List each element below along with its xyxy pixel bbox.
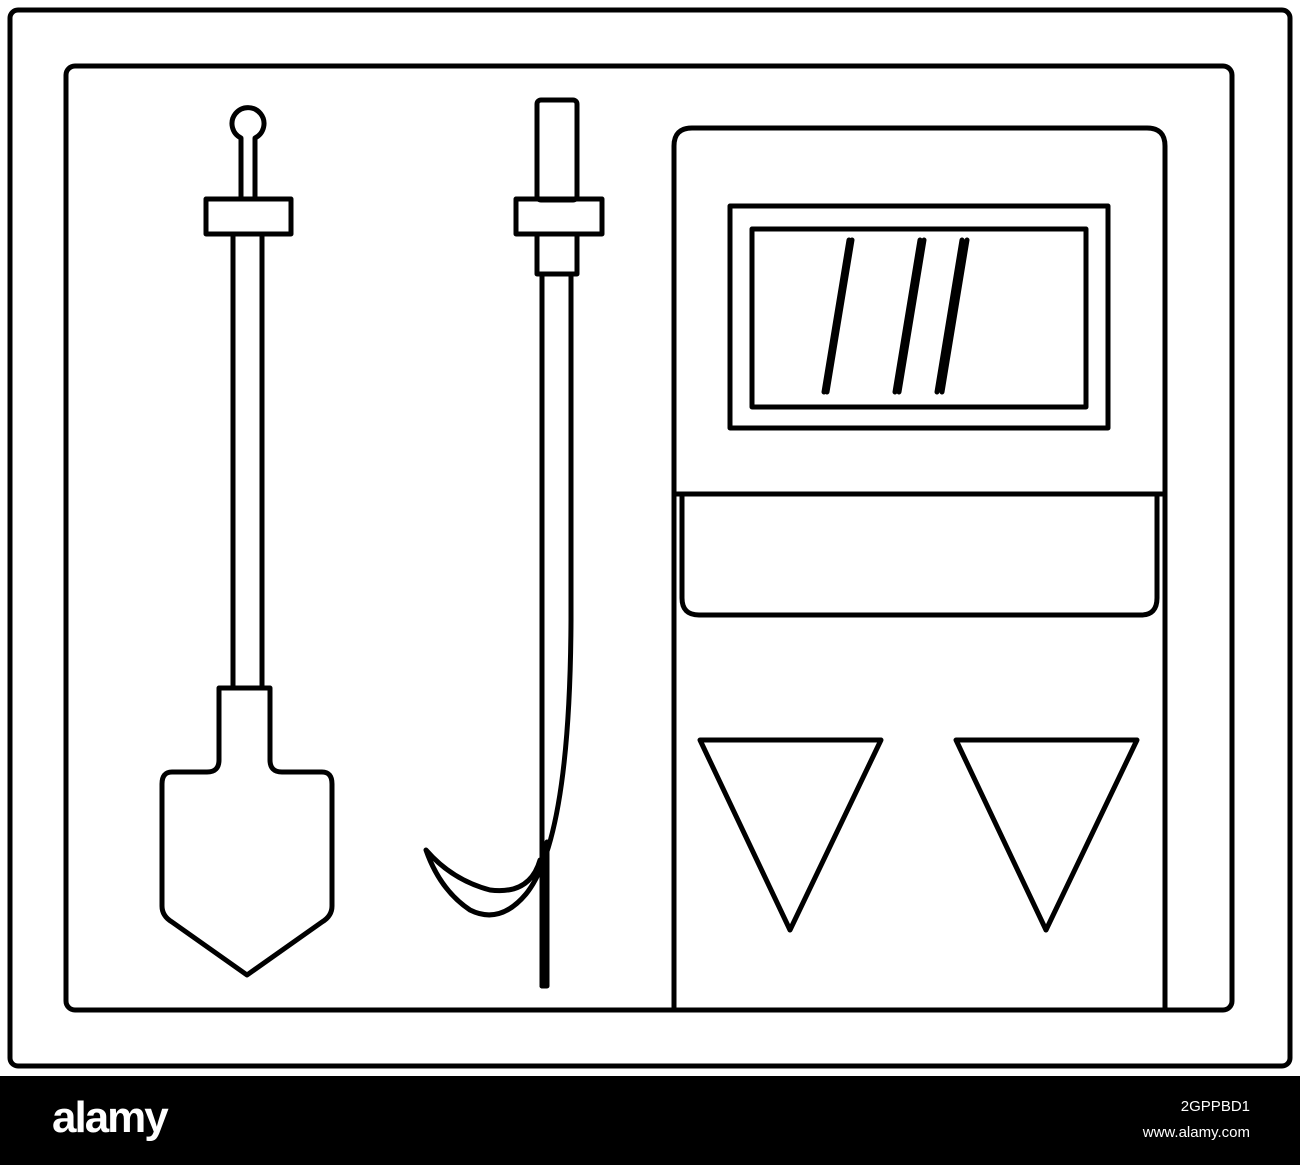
hook-collar bbox=[534, 231, 580, 277]
panel-label-plate bbox=[679, 491, 1160, 618]
panel-housing bbox=[671, 125, 1168, 1011]
alamy-logo: alamy bbox=[52, 1093, 169, 1142]
hook-handle bbox=[534, 97, 580, 203]
shovel-handle-knob bbox=[229, 105, 267, 201]
image-id-label: 2GPPBD1 bbox=[1180, 1098, 1250, 1115]
shovel-grip-ring bbox=[203, 196, 294, 237]
watermark-footer-bar bbox=[0, 1076, 1300, 1165]
fire-hook-icon bbox=[423, 97, 605, 989]
hook-barb bbox=[539, 839, 550, 989]
shovel-blade bbox=[159, 685, 335, 978]
down-triangle-icon bbox=[953, 737, 1140, 933]
fire-equipment-cabinet-illustration bbox=[7, 7, 1293, 1069]
down-triangle-icon bbox=[697, 737, 884, 933]
cabinet-inner-panel bbox=[63, 63, 1235, 1013]
hook-grip-ring bbox=[513, 196, 605, 237]
source-url-label: www.alamy.com bbox=[1142, 1124, 1250, 1141]
shovel-icon bbox=[159, 105, 335, 978]
equipment-panel bbox=[671, 125, 1168, 1011]
panel-display-inner bbox=[749, 226, 1089, 410]
shovel-shaft bbox=[230, 231, 265, 691]
panel-display-outer bbox=[727, 203, 1111, 431]
hook-shaft-and-curve bbox=[423, 271, 574, 989]
cabinet-outer-frame bbox=[7, 7, 1293, 1069]
display-glare-lines bbox=[821, 237, 970, 395]
